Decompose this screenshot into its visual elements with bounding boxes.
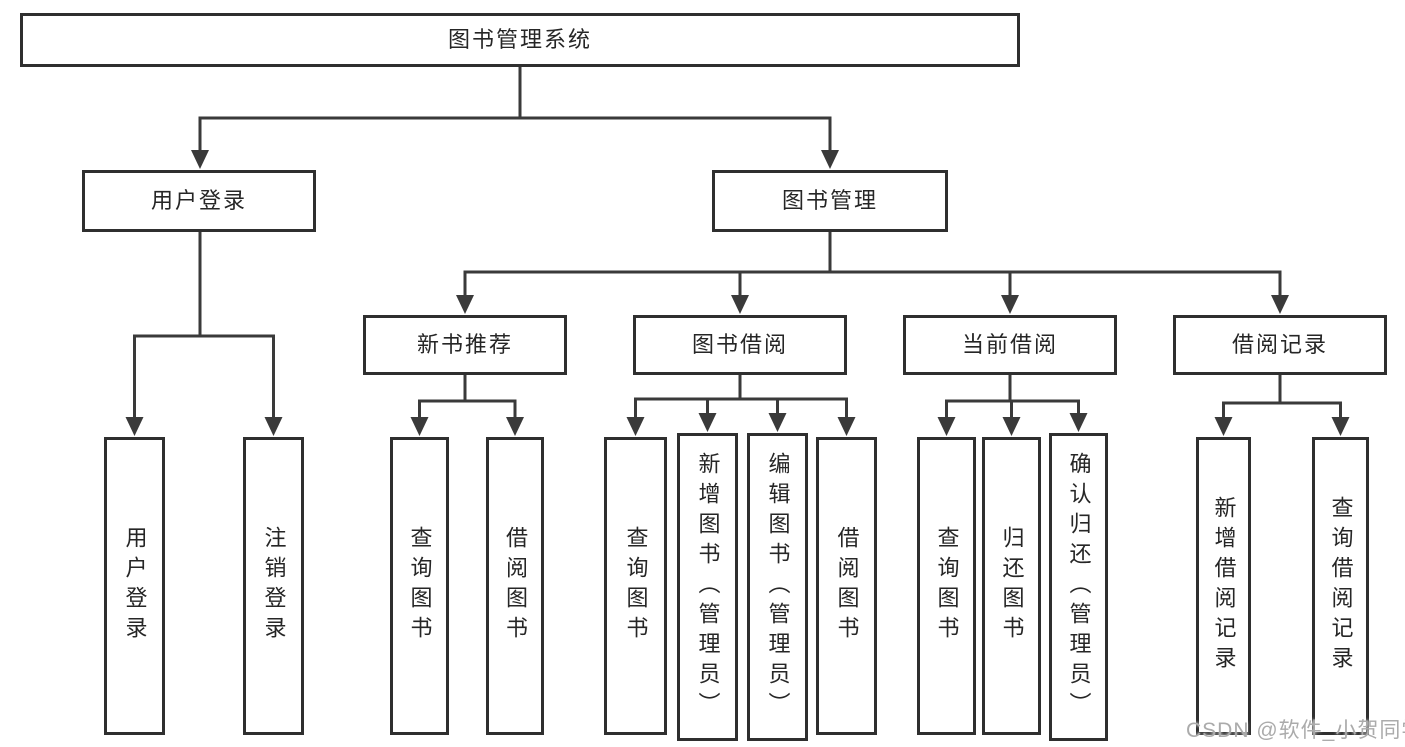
node-root-label: 图书管理系统 [447, 26, 592, 52]
leaf-bb-add-books-admin: 新增图书（管理员） [677, 433, 738, 741]
node-book-borrowing-label: 图书借阅 [691, 331, 788, 357]
leaf-cb-confirm-return-admin: 确认归还（管理员） [1049, 433, 1108, 741]
node-book-borrowing: 图书借阅 [633, 315, 847, 375]
leaf-cb-return-books: 归还图书 [982, 437, 1041, 735]
node-root-book-management-system: 图书管理系统 [20, 13, 1020, 67]
node-new-book-recommend: 新书推荐 [363, 315, 567, 375]
leaf-br-add-record-label: 新增借阅记录 [1211, 496, 1237, 676]
leaf-user-login: 用户登录 [104, 437, 165, 735]
node-book-management: 图书管理 [712, 170, 948, 232]
node-user-login: 用户登录 [82, 170, 316, 232]
connector-bookmgmt-to-level3 [456, 232, 1289, 314]
node-user-login-label: 用户登录 [150, 187, 247, 213]
leaf-cb-confirm-return-admin-label: 确认归还（管理员） [1066, 452, 1092, 722]
connector-login-to-leaves [125, 232, 283, 436]
leaf-bb-edit-books-admin: 编辑图书（管理员） [747, 433, 808, 741]
node-borrow-records: 借阅记录 [1173, 315, 1387, 375]
connector-root-to-level2 [191, 67, 839, 169]
leaf-cb-query-books-label: 查询图书 [934, 526, 960, 646]
leaf-logout-label: 注销登录 [261, 526, 287, 646]
csdn-watermark: CSDN @软件_小贺同学 [1186, 719, 1405, 742]
connector-newbookrec-to-leaves [410, 375, 524, 436]
node-borrow-records-label: 借阅记录 [1231, 331, 1328, 357]
leaf-br-query-record-label: 查询借阅记录 [1328, 496, 1354, 676]
leaf-logout: 注销登录 [243, 437, 304, 735]
leaf-user-login-label: 用户登录 [122, 526, 148, 646]
connector-bookborrow-to-leaves [626, 375, 856, 436]
node-new-book-recommend-label: 新书推荐 [416, 331, 513, 357]
leaf-nbr-borrow-books: 借阅图书 [486, 437, 544, 735]
leaf-bb-query-books-label: 查询图书 [623, 526, 649, 646]
node-current-borrowing: 当前借阅 [903, 315, 1117, 375]
leaf-cb-return-books-label: 归还图书 [999, 526, 1025, 646]
leaf-nbr-borrow-books-label: 借阅图书 [503, 526, 528, 646]
leaf-br-add-record: 新增借阅记录 [1196, 437, 1251, 735]
connector-borrowrecords-to-leaves [1214, 375, 1350, 436]
leaf-bb-borrow-books-label: 借阅图书 [834, 526, 860, 646]
leaf-bb-edit-books-admin-label: 编辑图书（管理员） [765, 452, 791, 722]
node-book-management-label: 图书管理 [781, 187, 878, 213]
leaf-cb-query-books: 查询图书 [917, 437, 976, 735]
node-current-borrowing-label: 当前借阅 [961, 331, 1058, 357]
leaf-bb-add-books-admin-label: 新增图书（管理员） [695, 452, 721, 722]
connector-currentborrow-to-leaves [937, 375, 1088, 436]
leaf-br-query-record: 查询借阅记录 [1312, 437, 1369, 735]
leaf-bb-query-books: 查询图书 [604, 437, 667, 735]
leaf-bb-borrow-books: 借阅图书 [816, 437, 877, 735]
leaf-nbr-query-books: 查询图书 [390, 437, 449, 735]
leaf-nbr-query-books-label: 查询图书 [407, 526, 433, 646]
